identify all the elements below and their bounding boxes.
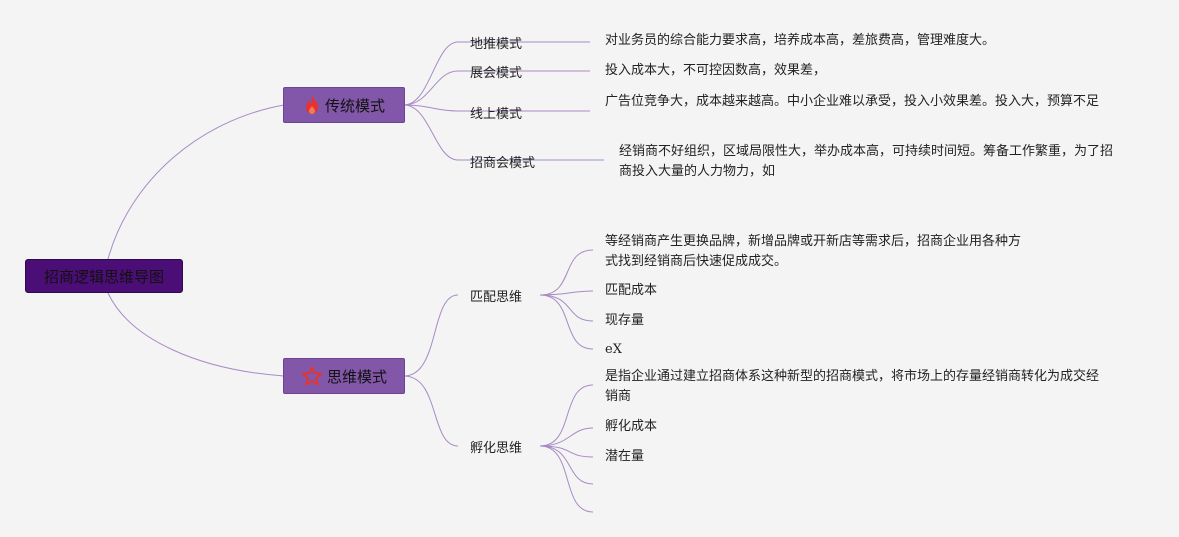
node-online[interactable]: 线上模式 bbox=[470, 107, 523, 122]
root-label: 招商逻辑思维导图 bbox=[43, 267, 164, 286]
detail-matching-definition[interactable]: 等经销商产生更换品牌，新增品牌或开新店等需求后，招商企业用各种方式找到经销商后快… bbox=[605, 234, 1022, 269]
detail-online[interactable]: 广告位竞争大，成本越来越高。中小企业难以承受，投入小效果差。投入大，预算不足 bbox=[605, 94, 1100, 109]
branch-thinking-mode[interactable]: 思维模式 bbox=[283, 358, 405, 394]
branch-label: 传统模式 bbox=[324, 96, 385, 115]
detail-incubation-cost[interactable]: 孵化成本 bbox=[605, 419, 658, 434]
detail-exhibition[interactable]: 投入成本大，不可控因数高，效果差， bbox=[605, 63, 827, 78]
node-exhibition[interactable]: 展会模式 bbox=[470, 66, 523, 81]
detail-ground-push[interactable]: 对业务员的综合能力要求高，培养成本高，差旅费高，管理难度大。 bbox=[605, 33, 996, 48]
node-ground-push[interactable]: 地推模式 bbox=[470, 37, 523, 52]
detail-ex[interactable]: eX bbox=[605, 342, 622, 357]
detail-potential-stock[interactable]: 潜在量 bbox=[605, 449, 645, 464]
node-incubation-thinking[interactable]: 孵化思维 bbox=[470, 441, 523, 456]
branch-traditional-mode[interactable]: 传统模式 bbox=[283, 87, 405, 123]
detail-investment-meeting[interactable]: 经销商不好组织，区域局限性大，举办成本高，可持续时间短。筹备工作繁重，为了招商投… bbox=[619, 144, 1114, 179]
node-matching-thinking[interactable]: 匹配思维 bbox=[470, 290, 523, 305]
root-node[interactable]: 招商逻辑思维导图 bbox=[25, 259, 183, 293]
star-icon bbox=[301, 365, 323, 387]
detail-incubation-definition[interactable]: 是指企业通过建立招商体系这种新型的招商模式，将市场上的存量经销商转化为成交经销商 bbox=[605, 369, 1100, 404]
node-investment-meeting[interactable]: 招商会模式 bbox=[470, 156, 536, 171]
fire-icon bbox=[303, 95, 321, 115]
detail-existing-stock[interactable]: 现存量 bbox=[605, 313, 645, 328]
detail-matching-cost[interactable]: 匹配成本 bbox=[605, 283, 658, 298]
branch-label: 思维模式 bbox=[326, 367, 387, 386]
